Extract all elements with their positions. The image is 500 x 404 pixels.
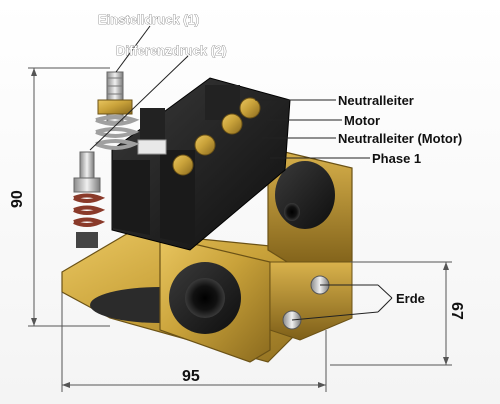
- label-motor: Motor: [344, 113, 380, 128]
- terminal-fin: [205, 85, 240, 120]
- dimension-depth-label: 67: [448, 302, 465, 320]
- label-erde: Erde: [396, 291, 425, 306]
- terminal-fin: [112, 160, 150, 235]
- dimension-width-label: 95: [182, 368, 200, 385]
- pressure-switch-illustration: [61, 71, 353, 363]
- terminal-screws: [137, 97, 261, 176]
- label-einstelldruck: Einstelldruck (1): [98, 12, 199, 27]
- ground-bracket: [269, 261, 353, 341]
- adjustment-screw-1: [95, 71, 140, 150]
- label-differenzdruck: Differenzdruck (2): [116, 43, 227, 58]
- dimension-lines: [28, 67, 452, 392]
- grommet-hole-right: [284, 203, 300, 221]
- adjustment-screw-2: [73, 151, 106, 248]
- dimension-arrows: [31, 68, 449, 388]
- grommet-hole-front: [185, 278, 225, 318]
- label-phase1: Phase 1: [372, 151, 421, 166]
- label-neutralleiter: Neutralleiter: [338, 93, 414, 108]
- dimension-height-label: 90: [9, 190, 26, 208]
- label-neutralleiter-motor: Neutralleiter (Motor): [338, 131, 462, 146]
- leader-lines: [89, 25, 393, 321]
